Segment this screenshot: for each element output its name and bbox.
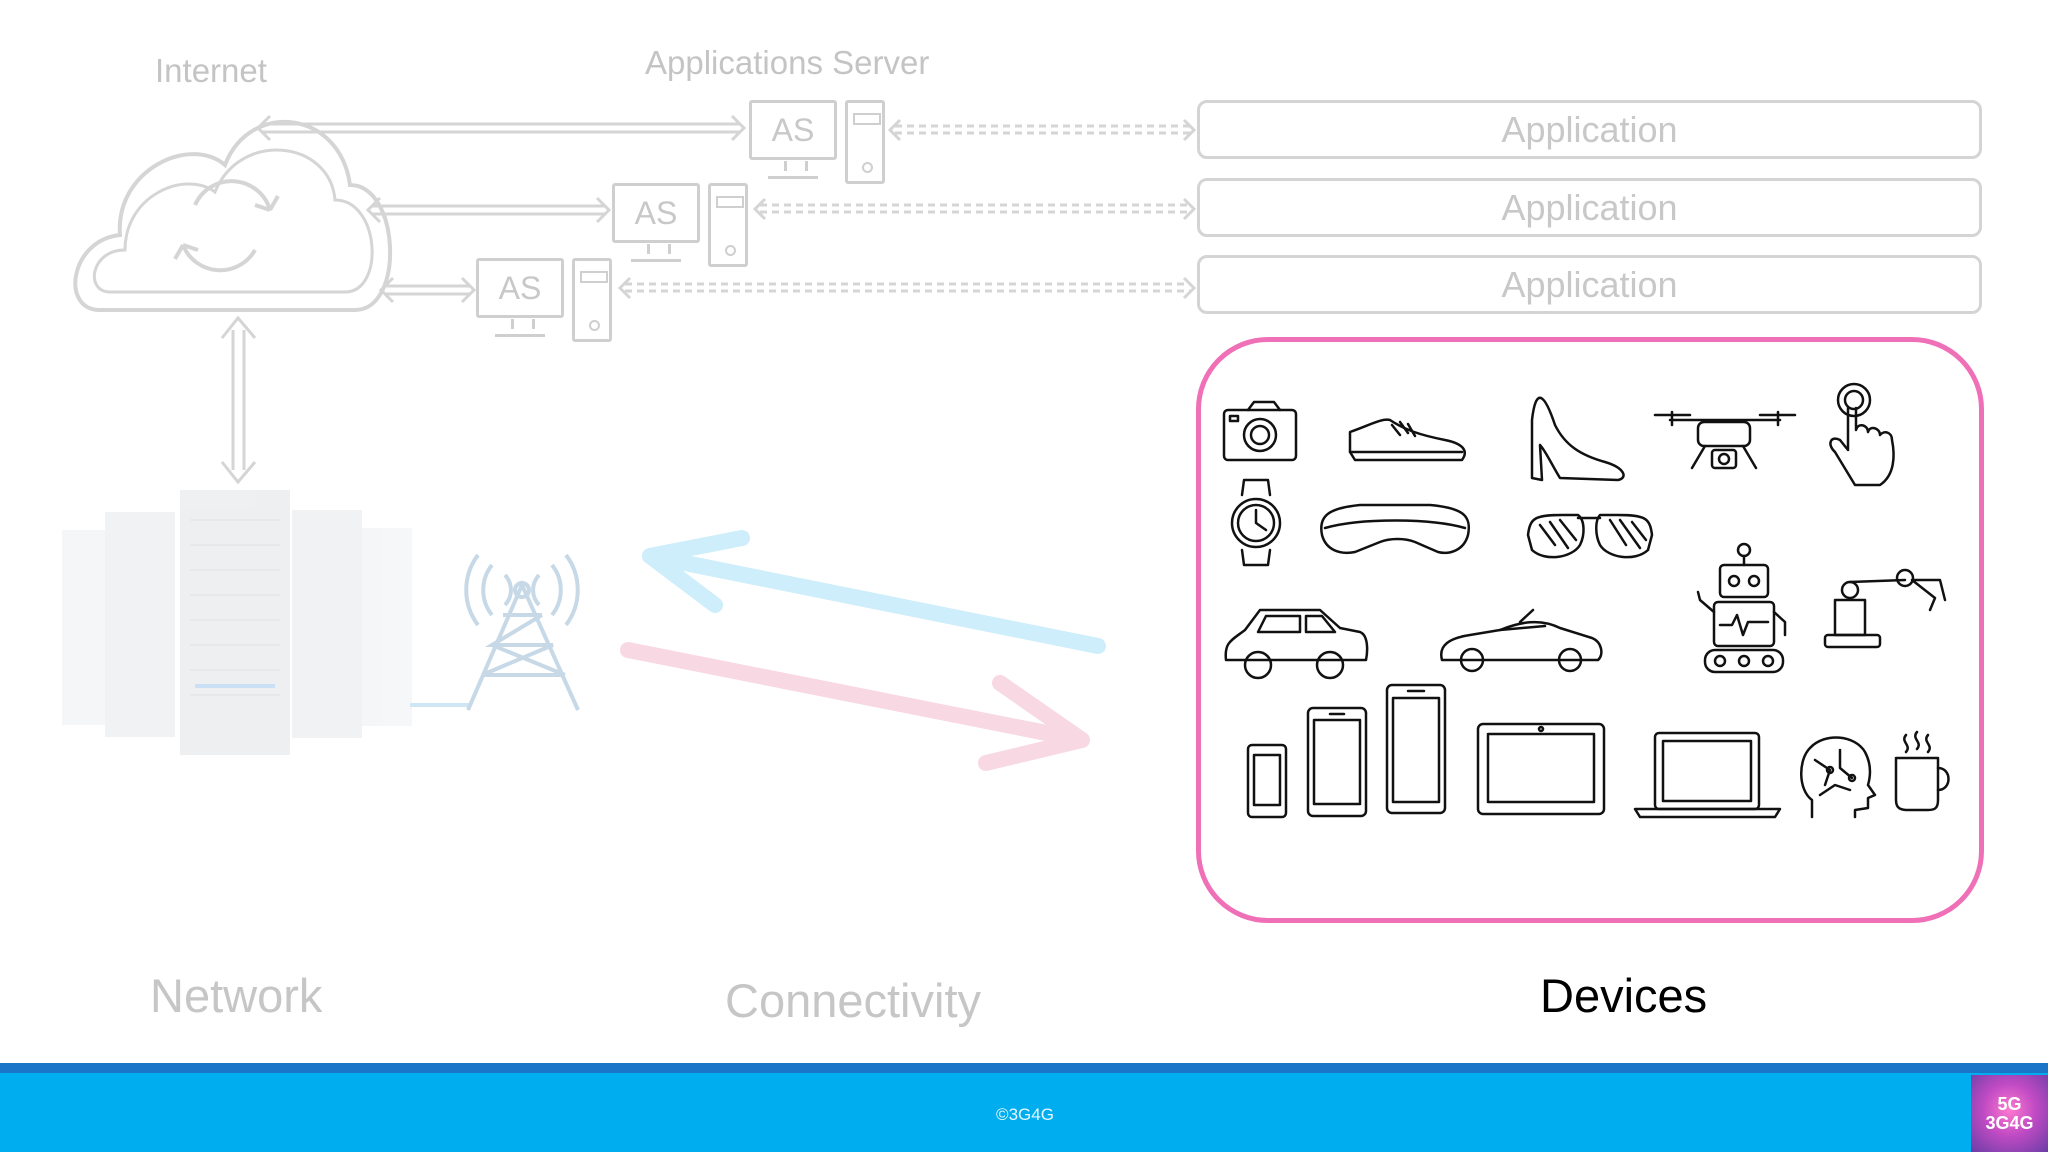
laptop-icon [1633, 731, 1782, 819]
app-server-tower-3 [572, 258, 612, 342]
server-application-links [625, 124, 1190, 293]
uplink-arrow [642, 530, 1106, 654]
car-icon [1224, 608, 1369, 680]
app-server-stand-3 [495, 334, 545, 337]
app-server-monitor-2: AS [612, 183, 700, 254]
small-phone-icon [1246, 743, 1288, 819]
application-box-3: Application [1197, 255, 1982, 314]
sync-icon [173, 179, 280, 273]
vr-goggles-icon [1320, 503, 1471, 554]
devices-box [1196, 337, 1984, 923]
cloud-network-link [220, 315, 257, 485]
footer-bar [0, 1063, 2048, 1152]
copyright-text: ©3G4G [996, 1105, 1054, 1124]
server-rack-icon [62, 490, 412, 755]
sunglasses-icon [1526, 513, 1654, 559]
robot-icon [1696, 542, 1787, 674]
logo-line-2: 3G4G [1985, 1113, 2034, 1133]
internet-label: Internet [155, 52, 267, 89]
app-server-monitor-3: AS [476, 258, 564, 329]
coffee-mug-icon [1894, 730, 1950, 812]
smartwatch-icon [1230, 478, 1282, 567]
app-server-stand-1 [768, 176, 818, 179]
downlink-arrow [620, 642, 1090, 771]
tall-phone-icon [1385, 683, 1447, 815]
phone-icon [1306, 706, 1368, 818]
devices-label: Devices [1540, 969, 1708, 1022]
network-diagram [62, 114, 1197, 771]
touch-hand-icon [1829, 382, 1895, 487]
cell-tower-icon [464, 553, 580, 711]
convertible-car-icon [1439, 608, 1603, 673]
app-server-stand-2 [631, 259, 681, 262]
app-server-tower-1 [845, 100, 885, 184]
robotic-arm-icon [1823, 568, 1947, 649]
drone-icon [1653, 410, 1797, 470]
cloud-icon [73, 119, 392, 312]
app-server-tower-2 [708, 183, 748, 267]
internet-server-links [255, 114, 747, 304]
connectivity-label: Connectivity [725, 974, 981, 1027]
brand-logo: 5G 3G4G [1971, 1075, 2048, 1152]
application-box-2: Application [1197, 178, 1982, 237]
device-icons [1222, 382, 1950, 819]
camera-icon [1222, 400, 1298, 462]
brain-head-icon [1800, 736, 1877, 819]
app-server-monitor-1: AS [749, 100, 837, 171]
network-label: Network [150, 969, 323, 1022]
application-box-1: Application [1197, 100, 1982, 159]
logo-line-1: 5G [1997, 1094, 2022, 1114]
shoe-icon [1348, 418, 1466, 462]
high-heel-icon [1530, 396, 1625, 482]
applications-server-label: Applications Server [645, 44, 930, 81]
tablet-icon [1476, 722, 1606, 816]
